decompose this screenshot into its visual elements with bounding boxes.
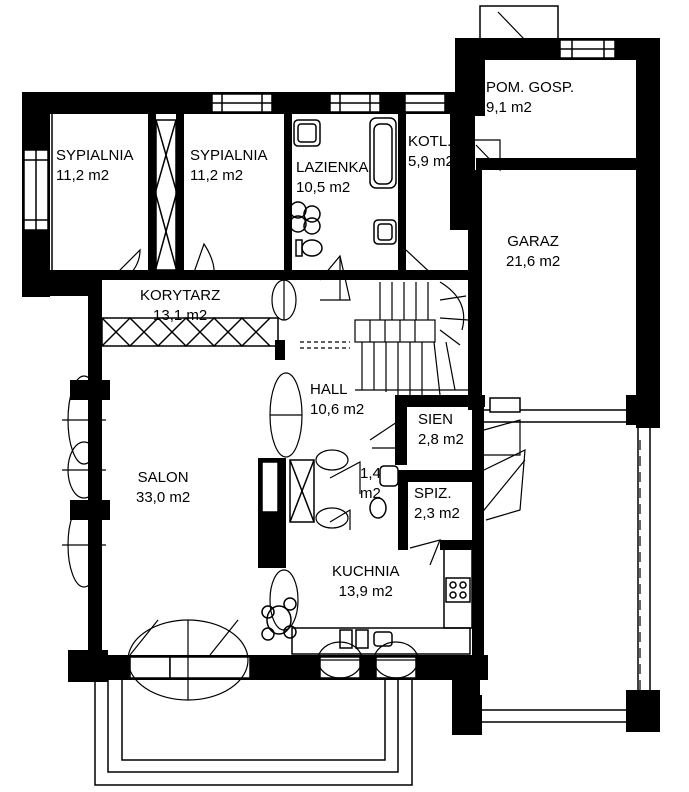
room-label-sien: SIEN 2,8 m2	[418, 410, 464, 450]
room-label-kotl: KOTL. 5,9 m2	[408, 132, 454, 172]
room-label-wc: 1,4 m2	[360, 464, 381, 504]
room-name: SYPIALNIA	[190, 147, 268, 164]
room-label-sypialnia-1: SYPIALNIA 11,2 m2	[56, 146, 134, 186]
room-name: 1,4	[360, 465, 381, 482]
room-area: 2,8 m2	[418, 431, 464, 448]
room-area: m2	[360, 485, 381, 502]
doors	[62, 11, 641, 701]
room-name: KUCHNIA	[332, 563, 400, 580]
room-label-lazienka: LAZIENKA 10,5 m2	[296, 158, 369, 198]
room-name: LAZIENKA	[296, 159, 369, 176]
room-area: 10,6 m2	[310, 401, 365, 418]
room-label-hall: HALL 10,6 m2	[310, 380, 364, 420]
room-area: 2,3 m2	[414, 505, 460, 522]
bathroom-fixtures	[289, 117, 399, 519]
stairs	[354, 281, 470, 396]
room-label-pom-gosp: POM. GOSP. 9,1 m2	[486, 78, 574, 118]
room-name: HALL	[310, 381, 348, 398]
room-name: POM. GOSP.	[486, 79, 575, 96]
room-label-sypialnia-2: SYPIALNIA 11,2 m2	[190, 146, 268, 186]
room-area: 11,2 m2	[56, 167, 110, 184]
room-label-korytarz: KORYTARZ 13,1 m2	[140, 286, 220, 326]
room-name: SALON	[137, 469, 189, 486]
room-name: SIEN	[418, 411, 454, 428]
kitchen-counter	[261, 547, 473, 655]
wardrobes	[101, 119, 315, 523]
room-name: SYPIALNIA	[56, 147, 134, 164]
room-label-garaz: GARAZ 21,6 m2	[506, 232, 560, 272]
room-name: KOTL.	[408, 133, 452, 150]
room-name: GARAZ	[507, 233, 559, 250]
room-area: 13,1 m2	[153, 307, 208, 324]
room-area: 10,5 m2	[296, 179, 351, 196]
windows	[23, 39, 616, 679]
room-area: 11,2 m2	[190, 167, 244, 184]
room-area: 33,0 m2	[136, 489, 191, 506]
room-area: 5,9 m2	[408, 153, 454, 170]
room-name: SPIZ.	[414, 485, 452, 502]
room-name: KORYTARZ	[140, 287, 221, 304]
room-label-salon: SALON 33,0 m2	[136, 468, 190, 508]
room-area: 9,1 m2	[486, 99, 532, 116]
room-area: 13,9 m2	[338, 583, 393, 600]
room-label-spiz: SPIZ. 2,3 m2	[414, 484, 460, 524]
room-area: 21,6 m2	[506, 253, 561, 270]
room-label-kuchnia: KUCHNIA 13,9 m2	[332, 562, 400, 602]
